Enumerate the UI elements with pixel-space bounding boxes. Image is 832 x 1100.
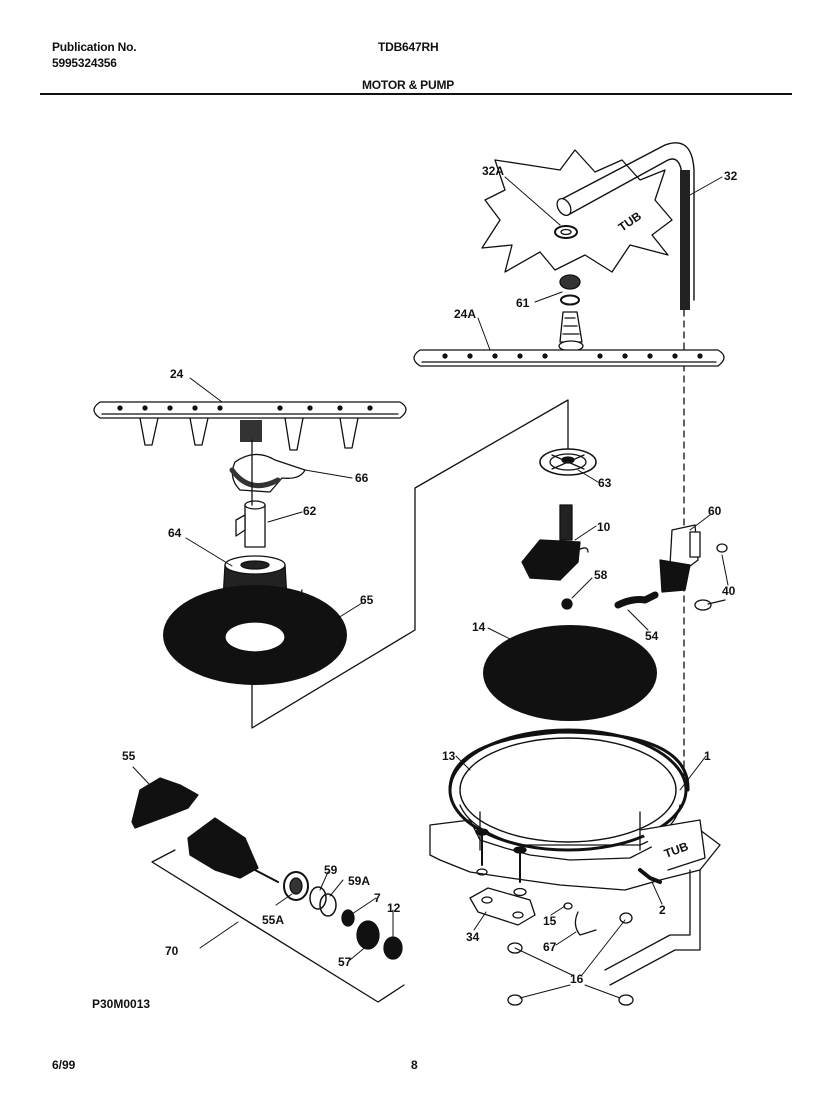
valve-60: [659, 524, 701, 593]
impeller-10: [521, 504, 589, 581]
motor-armature: [187, 817, 279, 883]
callout-63: 63: [598, 476, 612, 490]
lower-spray-arm-24: [93, 401, 407, 451]
ball-58: [561, 598, 573, 610]
callout-16: 16: [570, 972, 584, 986]
callout-24A: 24A: [454, 307, 476, 321]
publication-label: Publication No.: [52, 40, 137, 54]
callout-15: 15: [543, 914, 557, 928]
callout-64: 64: [168, 526, 182, 540]
motor-mount-55: [131, 777, 199, 829]
section-title: MOTOR & PUMP: [362, 78, 455, 92]
support-63: [539, 448, 597, 476]
nut-12: [383, 936, 403, 960]
projection-line-left: [251, 399, 569, 729]
publication-number: 5995324356: [52, 56, 117, 70]
seal-55A: [283, 871, 309, 901]
disc-14: [483, 625, 657, 721]
callout-7: 7: [374, 891, 381, 905]
clip-2: [638, 868, 662, 884]
model-number: TDB647RH: [378, 40, 439, 54]
seal-ring-13: [448, 730, 690, 792]
callout-55A: 55A: [262, 913, 284, 927]
callout-32A: 32A: [482, 164, 504, 178]
callout-14: 14: [472, 620, 486, 634]
callout-62: 62: [303, 504, 317, 518]
lower-tub-fragment: [429, 819, 721, 891]
callout-10: 10: [597, 520, 611, 534]
disc-65: [163, 585, 347, 685]
callout-59: 59: [324, 863, 338, 877]
callout-67: 67: [543, 940, 557, 954]
callout-58: 58: [594, 568, 608, 582]
callout-65: 65: [360, 593, 374, 607]
callout-60: 60: [708, 504, 722, 518]
callout-61: 61: [516, 296, 530, 310]
callout-12: 12: [387, 901, 401, 915]
bracket-70: [151, 849, 405, 1003]
header-rule: [40, 93, 792, 95]
callout-54: 54: [645, 629, 659, 643]
ring-59: [309, 886, 327, 910]
callout-1: 1: [704, 749, 711, 763]
tube-62: [235, 500, 266, 548]
callout-2: 2: [659, 903, 666, 917]
nut-61: [558, 274, 584, 352]
callout-57: 57: [338, 955, 352, 969]
callout-34: 34: [466, 930, 480, 944]
leader-lines: [132, 176, 729, 999]
washer-7: [341, 909, 355, 927]
footer-date: 6/99: [52, 1058, 76, 1072]
callout-66: 66: [355, 471, 369, 485]
supply-tube-32: [556, 142, 695, 310]
page-number: 8: [411, 1058, 418, 1072]
grommet-32A: [554, 225, 578, 239]
fasteners: [469, 828, 634, 1006]
hub-66: [229, 453, 306, 493]
ring-59A: [319, 893, 337, 917]
drawing-id: P30M0013: [92, 997, 151, 1011]
sump-1: [448, 728, 690, 852]
upper-spray-arm-24A: [413, 349, 725, 367]
callout-70: 70: [165, 944, 179, 958]
callout-24: 24: [170, 367, 184, 381]
hose-54: [614, 591, 659, 609]
drain-hose: [604, 869, 701, 986]
callout-13: 13: [442, 749, 456, 763]
clamp-40: [694, 543, 728, 611]
callout-55: 55: [122, 749, 136, 763]
impeller-57: [356, 920, 380, 950]
callout-59A: 59A: [348, 874, 370, 888]
callout-40: 40: [722, 584, 736, 598]
callout-32: 32: [724, 169, 738, 183]
nut-16d: [618, 994, 634, 1006]
upper-tub-fragment: [481, 149, 673, 273]
nut-16c: [507, 994, 523, 1006]
nut-16a: [619, 912, 633, 924]
